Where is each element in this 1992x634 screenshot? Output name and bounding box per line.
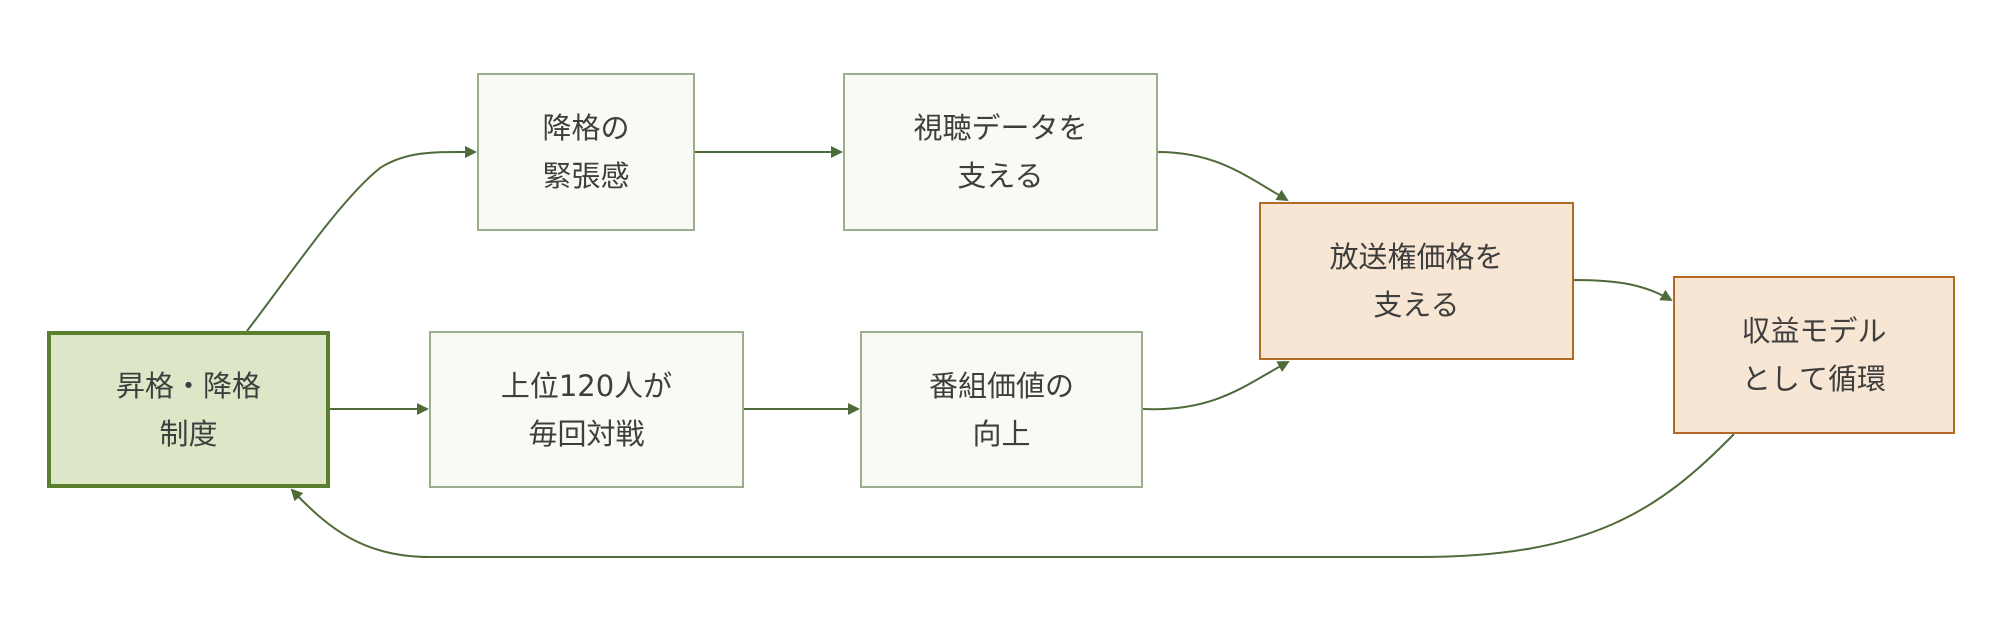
node-revenue-model-cycle: 収益モデル として循環 <box>1673 276 1955 434</box>
node-label-line: 放送権価格を <box>1329 240 1504 274</box>
node-label-line: 向上 <box>972 416 1031 451</box>
node-program-value: 番組価値の 向上 <box>860 331 1143 488</box>
edge-root-to-tension <box>246 145 477 332</box>
node-label-line: 支える <box>957 159 1044 193</box>
node-label-line: 視聴データを <box>913 111 1088 145</box>
edge-viewer-to-rights <box>1157 151 1289 202</box>
node-viewer-data: 視聴データを 支える <box>843 73 1158 231</box>
node-promotion-demotion-system: 昇格・降格 制度 <box>47 331 330 488</box>
node-label-line: 緊張感 <box>542 159 630 193</box>
node-label-line: 毎回対戦 <box>528 416 645 451</box>
node-label-line: 昇格・降格 <box>115 368 261 403</box>
node-demotion-tension: 降格の 緊張感 <box>477 73 695 231</box>
node-broadcast-rights-price: 放送権価格を 支える <box>1259 202 1574 360</box>
node-label-line: 支える <box>1373 288 1460 322</box>
node-label-line: 上位120人が <box>500 368 673 403</box>
edge-revenue-to-root <box>290 433 1735 558</box>
node-label-line: 降格の <box>542 111 630 145</box>
edge-value-to-rights <box>1142 361 1290 411</box>
node-label-line: として循環 <box>1741 362 1887 396</box>
edge-rights-to-revenue <box>1573 279 1673 301</box>
node-label-line: 制度 <box>159 416 218 451</box>
node-label-line: 番組価値の <box>928 368 1074 403</box>
node-top120-matches: 上位120人が 毎回対戦 <box>429 331 744 488</box>
node-label-line: 収益モデル <box>1741 314 1887 348</box>
